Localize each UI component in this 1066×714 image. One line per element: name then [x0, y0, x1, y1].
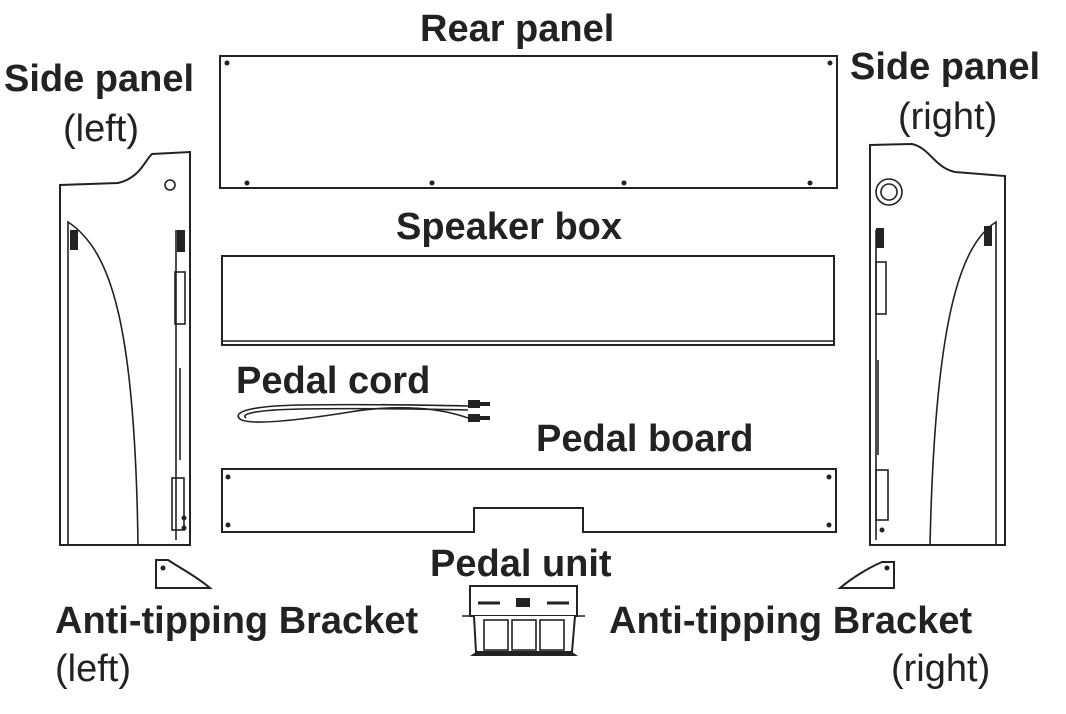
rear-panel-part	[219, 55, 838, 189]
speaker-box-part	[221, 255, 835, 346]
pedal-unit-label: Pedal unit	[430, 543, 612, 585]
side-panel-left-part	[59, 150, 191, 546]
side-panel-right-part	[869, 142, 1006, 546]
bracket-right-part	[837, 561, 895, 589]
pedal-board-part	[221, 468, 837, 533]
pedal-unit-part	[462, 585, 585, 656]
pedal-board-label: Pedal board	[536, 418, 754, 460]
bracket-left-sub: (left)	[55, 648, 131, 690]
pedal-cord-part	[237, 400, 490, 423]
pedal-cord-label: Pedal cord	[236, 360, 431, 402]
bracket-left-part	[155, 559, 213, 589]
side-panel-left-title: Side panel	[4, 58, 195, 100]
side-panel-right-title: Side panel	[850, 46, 1041, 88]
speaker-box-label: Speaker box	[396, 206, 622, 248]
side-panel-right-sub: (right)	[898, 96, 998, 138]
bracket-right-sub: (right)	[891, 648, 991, 690]
side-panel-left-sub: (left)	[63, 108, 139, 150]
bracket-right-title: Anti-tipping Bracket	[609, 600, 973, 642]
rear-panel-label: Rear panel	[420, 8, 615, 50]
bracket-left-title: Anti-tipping Bracket	[55, 600, 419, 642]
